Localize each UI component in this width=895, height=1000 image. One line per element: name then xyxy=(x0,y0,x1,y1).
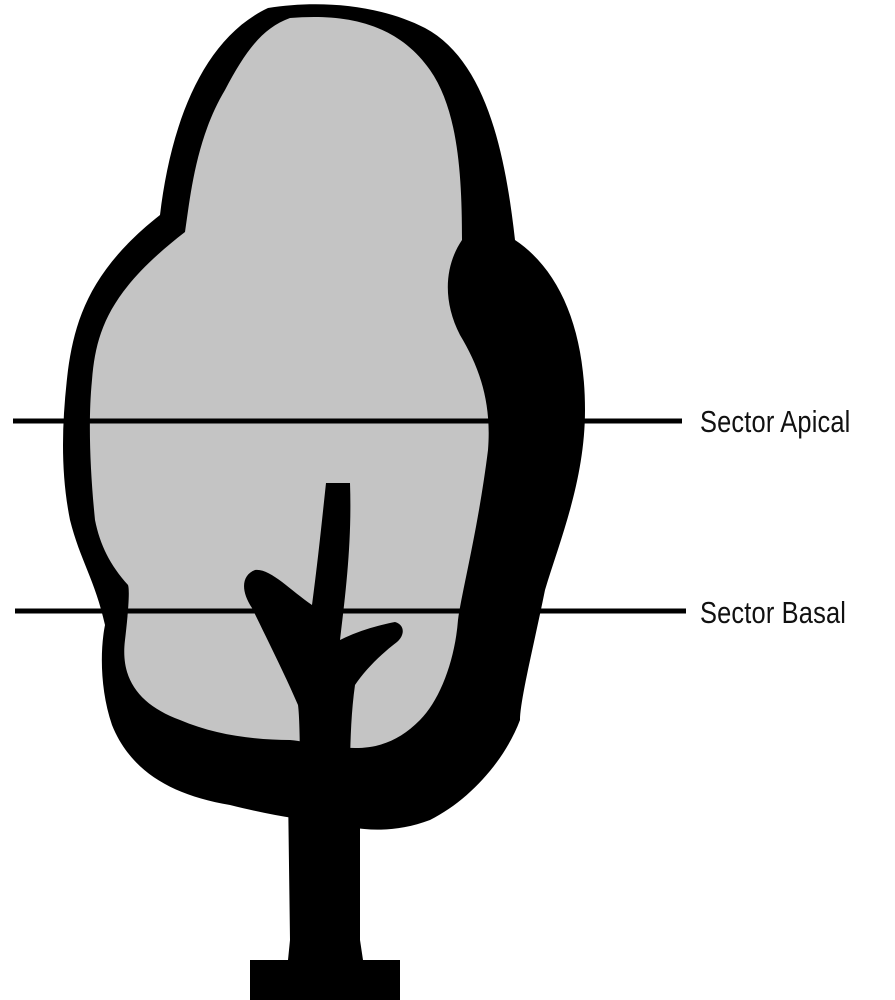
trunk-base xyxy=(250,960,400,1000)
trunk xyxy=(288,790,363,960)
sector-apical-label: Sector Apical xyxy=(700,406,850,437)
sector-basal-label: Sector Basal xyxy=(700,597,846,628)
